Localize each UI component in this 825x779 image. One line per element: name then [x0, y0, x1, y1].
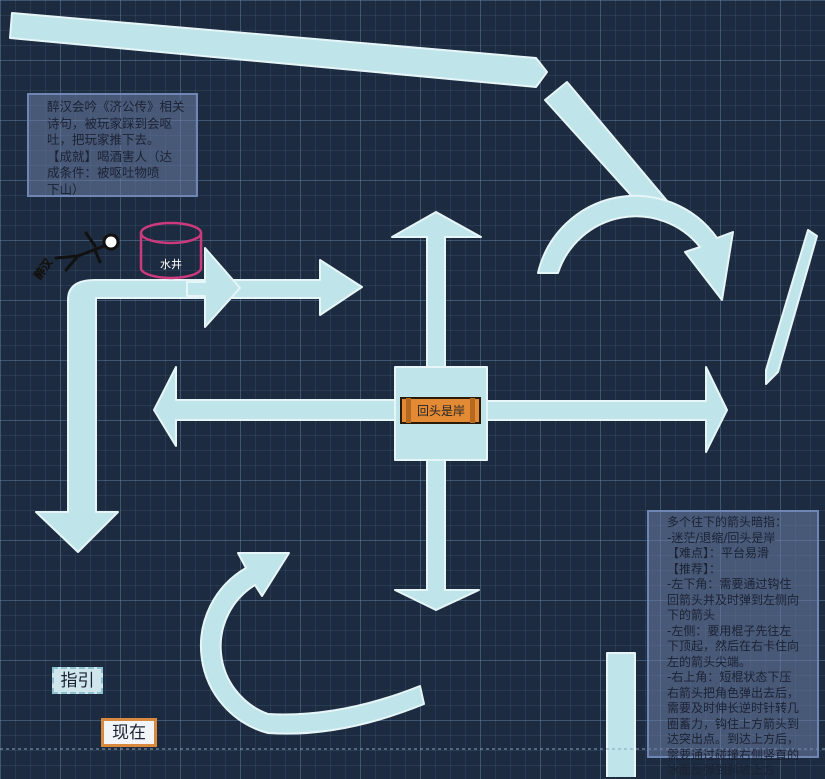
cross-right-arrow [486, 366, 728, 453]
center-sign-label: 回头是岸 [417, 404, 465, 418]
center-sign: 回头是岸 [400, 397, 481, 424]
cross-up-arrow [391, 211, 482, 368]
drunkard-character[interactable] [54, 231, 120, 272]
bottom-vertical-pillar [606, 652, 636, 777]
note-line: 醉汉会吟《济公传》相关 [47, 99, 185, 114]
note-line: 【难点】：平台易滑 [667, 546, 770, 560]
note-line: 下顶起，然后在右卡住向 [667, 639, 800, 653]
drunkard-label: 醉汉 [31, 255, 56, 282]
note-line: 需要通过碰撞右侧竖直的 [667, 747, 800, 762]
cross-horizontal-arrow [153, 366, 396, 447]
guide-button[interactable]: 指引 [52, 667, 103, 694]
note-line: 【推荐】： [667, 561, 722, 576]
note-line: 圈蓄力，钩住上方箭头到 [667, 716, 800, 731]
top-long-slope [9, 12, 548, 88]
note-line: 下的箭头 [667, 608, 716, 622]
right-thin-slope [765, 229, 818, 385]
well[interactable]: 水井 [139, 221, 203, 280]
well-label: 水井 [160, 257, 182, 271]
note-line: 冰面反弹到斜坡上方 [667, 763, 776, 777]
upper-right-slope [544, 81, 669, 214]
strategy-note: 多个往下的箭头暗指： -迷茫/退缩/回头是岸 【难点】：平台易滑 【推荐】： -… [647, 510, 819, 777]
curved-arrow-bottom-left [199, 552, 425, 735]
note-line: 回箭头并及时弹到左侧向 [667, 592, 800, 607]
drunkard-note: 醉汉会吟《济公传》相关 诗句，被玩家踩到会呕 吐，把玩家推下去。 【成就】喝酒害… [27, 93, 198, 197]
note-line: -左侧：要用棍子先往左 [667, 623, 792, 638]
note-line: 达突出点。到达上方后， [667, 732, 800, 746]
now-button[interactable]: 现在 [101, 718, 157, 747]
curved-arrow-top-right [537, 194, 734, 301]
note-line: -迷茫/退缩/回头是岸 [667, 530, 776, 545]
cross-down-arrow [394, 459, 480, 611]
note-line: 多个往下的箭头暗指： [667, 515, 788, 529]
note-line: -右上角：短棍状态下压 [667, 670, 792, 684]
note-line: -左下角：需要通过钩住 [667, 577, 792, 591]
note-line: 【成就】喝酒害人（达 [47, 148, 173, 164]
well-side-arrow [186, 247, 241, 328]
l-shaped-down-arrow [35, 259, 363, 553]
note-line: 右箭头把角色弹出去后， [667, 685, 800, 700]
note-line: 左的箭头尖端。 [667, 654, 752, 669]
note-line: 需要及时伸长逆时针转几 [667, 701, 800, 715]
note-line: 下山） [47, 181, 85, 197]
note-line: 诗句，被玩家踩到会呕 [47, 115, 173, 131]
note-line: 成条件：被呕吐物喷 [47, 165, 160, 180]
note-line: 吐，把玩家推下去。 [47, 132, 160, 147]
